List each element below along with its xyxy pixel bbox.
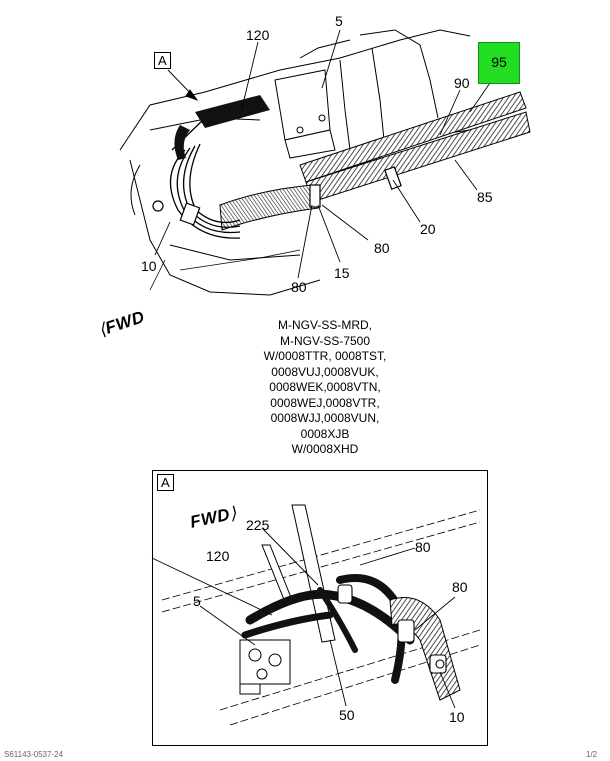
figure-id: S61143-0537-24 xyxy=(4,750,64,759)
harness-bundles-main xyxy=(219,91,531,231)
callout-80-left: 80 xyxy=(291,279,307,295)
detail-callout-10: 10 xyxy=(449,709,465,725)
applicability-line: W/0008XHD xyxy=(291,442,359,456)
detail-callout-5: 5 xyxy=(193,593,201,609)
page-indicator: 1/2 xyxy=(586,750,598,759)
callout-80-right: 80 xyxy=(374,240,390,256)
detail-callout-120: 120 xyxy=(206,548,230,564)
detail-valve-block-5 xyxy=(239,639,291,695)
detail-view-label: A xyxy=(157,474,174,491)
callout-85: 85 xyxy=(477,189,493,205)
callout-20: 20 xyxy=(420,221,436,237)
clamps-main xyxy=(152,166,402,226)
detail-clamps xyxy=(337,584,447,674)
applicability-line: M-NGV-SS-MRD, xyxy=(278,318,372,332)
applicability-line: M-NGV-SS-7500 xyxy=(279,333,371,348)
component-5-block xyxy=(274,69,336,159)
detail-callout-80-right: 80 xyxy=(452,579,468,595)
applicability-block: M-NGV-SS-MRD, M-NGV-SS-7500 W/0008TTR, 0… xyxy=(240,318,410,458)
applicability-line: 0008WEJ,0008VTR, xyxy=(270,395,380,410)
highlight-callout-95: 95 xyxy=(478,42,520,84)
view-label-a: A xyxy=(154,52,171,69)
lower-frame-lines xyxy=(149,249,301,291)
detail-callout-80-top: 80 xyxy=(415,539,431,555)
detail-callout-225: 225 xyxy=(246,517,270,533)
applicability-line: 0008VUJ,0008VUK, xyxy=(271,364,379,379)
hose-120 xyxy=(174,95,270,160)
callout-90: 90 xyxy=(454,75,470,91)
detail-leader-lines xyxy=(151,527,456,709)
applicability-line: 0008XJB xyxy=(300,426,350,441)
callout-15: 15 xyxy=(334,265,350,281)
detail-view-frame xyxy=(152,470,488,746)
applicability-line: 0008WEK,0008VTN, xyxy=(269,380,381,394)
applicability-line: W/0008TTR, 0008TST, xyxy=(263,349,387,363)
callout-120: 120 xyxy=(246,27,270,43)
detail-callout-50: 50 xyxy=(339,707,355,723)
callout-10: 10 xyxy=(141,258,157,274)
callout-95: 95 xyxy=(491,54,507,70)
callout-5: 5 xyxy=(335,13,343,29)
applicability-line: 0008WJJ,0008VUN, xyxy=(270,411,380,425)
main-leader-lines xyxy=(154,29,493,279)
